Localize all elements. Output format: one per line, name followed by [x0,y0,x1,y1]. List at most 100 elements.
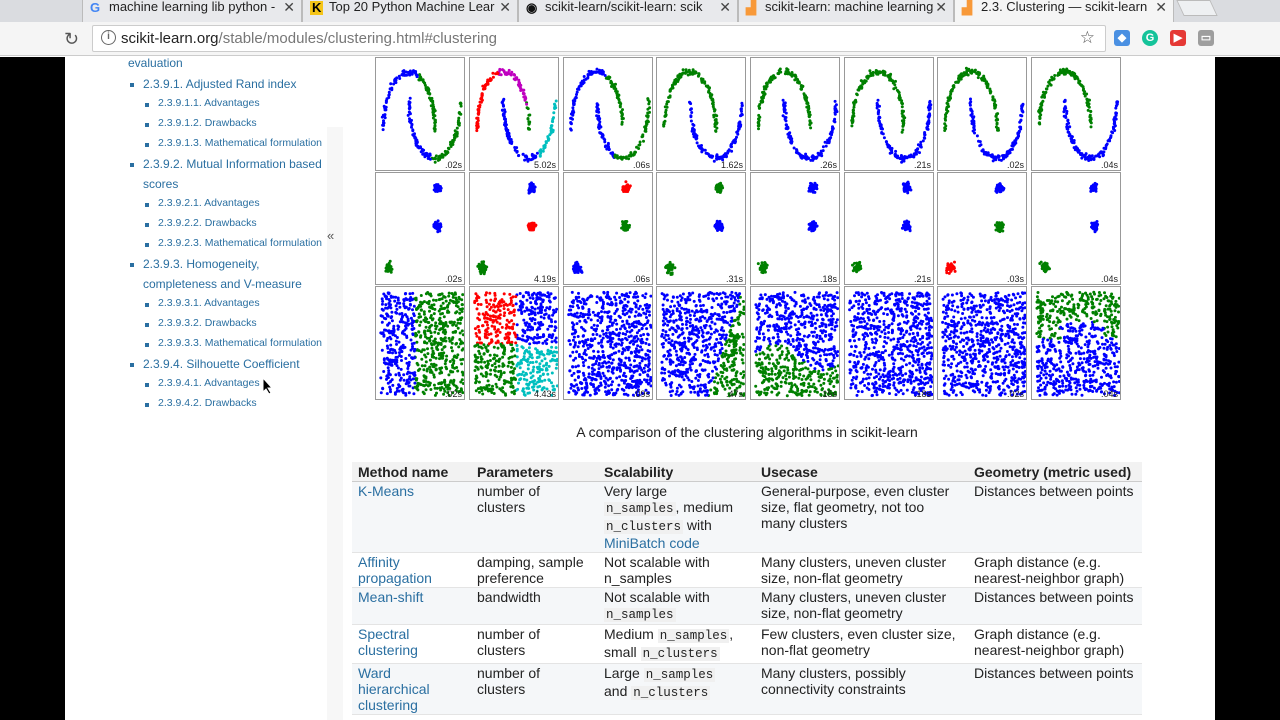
toc-link[interactable]: 2.3.9.1.2. Drawbacks [158,117,257,129]
toc-link[interactable]: 2.3.9.1.1. Advantages [158,97,260,109]
data-point [976,76,980,80]
extension-record-icon[interactable]: ▶ [1170,30,1186,46]
toc-link[interactable]: 2.3.9.1.3. Mathematical formulation [158,137,323,149]
toc-link[interactable]: 2.3.9.3.1. Advantages [158,297,260,309]
data-point [453,291,457,295]
data-point [1073,77,1077,81]
extension-diamond-icon[interactable]: ◆ [1114,30,1130,46]
data-point [417,349,421,353]
data-point [444,359,448,363]
url-text[interactable]: scikit-learn.org/stable/modules/clusteri… [121,30,497,47]
data-point [414,71,417,75]
data-point [947,267,951,271]
data-point [392,324,396,328]
data-point [799,154,803,158]
data-point [919,140,923,144]
data-point [392,295,395,299]
data-point [431,116,435,120]
toc-link[interactable]: 2.3.9.4.2. Drawbacks [158,397,257,409]
data-point [627,157,631,161]
bookmark-star-icon[interactable]: ☆ [1079,28,1095,47]
new-tab-button[interactable] [1176,0,1218,16]
data-point [603,74,607,77]
close-icon[interactable]: ✕ [1155,0,1167,15]
toc-link[interactable]: completeness and V-measure [143,277,302,291]
data-point [850,121,854,125]
tab-google-search[interactable]: G machine learning lib python - ✕ [82,0,302,22]
toc-link[interactable]: 2.3.9.2.2. Drawbacks [158,217,257,229]
runtime-label: .02s [444,389,462,399]
data-point [1020,109,1024,113]
close-icon[interactable]: ✕ [719,0,731,15]
data-point [531,297,535,300]
data-point [383,108,387,112]
tab-github[interactable]: ◉ scikit-learn/scikit-learn: scik ✕ [518,0,738,22]
toc-link[interactable]: 2.3.9.4. Silhouette Coefficient [143,357,300,371]
info-icon[interactable]: i [101,30,116,45]
runtime-label: 4.43s [533,389,556,399]
data-point [740,103,744,107]
data-point [411,308,414,312]
data-point [692,123,696,127]
toc-link[interactable]: 2.3.9.3.2. Drawbacks [158,317,257,329]
data-point [1087,102,1091,106]
toc-link[interactable]: 2.3.9.4.1. Advantages [158,377,260,389]
data-point [923,133,927,137]
close-icon[interactable]: ✕ [499,0,511,15]
close-icon[interactable]: ✕ [283,0,295,15]
data-point [385,297,388,301]
data-point [861,80,864,84]
data-point [476,125,480,129]
toc-link[interactable]: 2.3.9.2.3. Mathematical formulation [158,237,323,249]
data-point [483,386,486,390]
toc-link[interactable]: 2.3.9.1. Adjusted Rand index [143,77,297,91]
runtime-label: .06s [632,274,650,284]
data-point [674,79,678,83]
toc-link[interactable]: scores [143,177,179,191]
data-point [412,304,416,308]
toc-link[interactable]: evaluation [128,57,183,70]
data-point [573,99,577,103]
data-point [438,316,442,320]
data-point [537,326,541,330]
data-point [494,318,498,322]
data-point [622,228,626,232]
bullet [145,223,149,227]
data-point [708,91,712,95]
tab-top20[interactable]: K Top 20 Python Machine Lear ✕ [302,0,518,22]
data-point [808,226,812,230]
data-point [483,332,487,336]
data-point [553,354,557,358]
toc-link[interactable]: 2.3.9.2. Mutual Information based [143,157,322,171]
data-point [532,365,536,369]
tab-sklearn-home[interactable]: ▟ scikit-learn: machine learning ✕ [738,0,954,22]
tab-clustering[interactable]: ▟ 2.3. Clustering — scikit-learn ✕ [954,0,1174,22]
reload-icon[interactable]: ↻ [64,29,80,49]
data-point [969,97,972,101]
address-bar[interactable]: i scikit-learn.org/stable/modules/cluste… [92,25,1106,52]
data-point [439,388,443,392]
data-point [494,334,498,338]
data-point [821,149,825,153]
toc-link[interactable]: 2.3.9.3. Homogeneity, [143,257,260,271]
data-point [575,93,578,96]
sidebar-handle[interactable] [327,127,343,720]
data-point [1073,148,1077,152]
extension-cast-icon[interactable]: ▭ [1198,30,1214,46]
collapse-sidebar-icon[interactable]: « [327,228,335,243]
data-point [869,74,873,77]
toc-link[interactable]: 2.3.9.3.3. Mathematical formulation [158,337,323,349]
data-point [717,227,721,231]
grammarly-icon[interactable]: G [1142,30,1158,46]
data-point [503,108,506,112]
data-point [1002,154,1006,158]
toc-link[interactable]: 2.3.9.2.1. Advantages [158,197,260,209]
data-point [815,156,819,159]
data-point [694,134,698,138]
data-point [490,338,494,342]
close-icon[interactable]: ✕ [935,0,947,15]
data-point [542,386,546,390]
data-point [402,302,406,306]
data-point [382,104,386,108]
data-point [461,391,464,395]
